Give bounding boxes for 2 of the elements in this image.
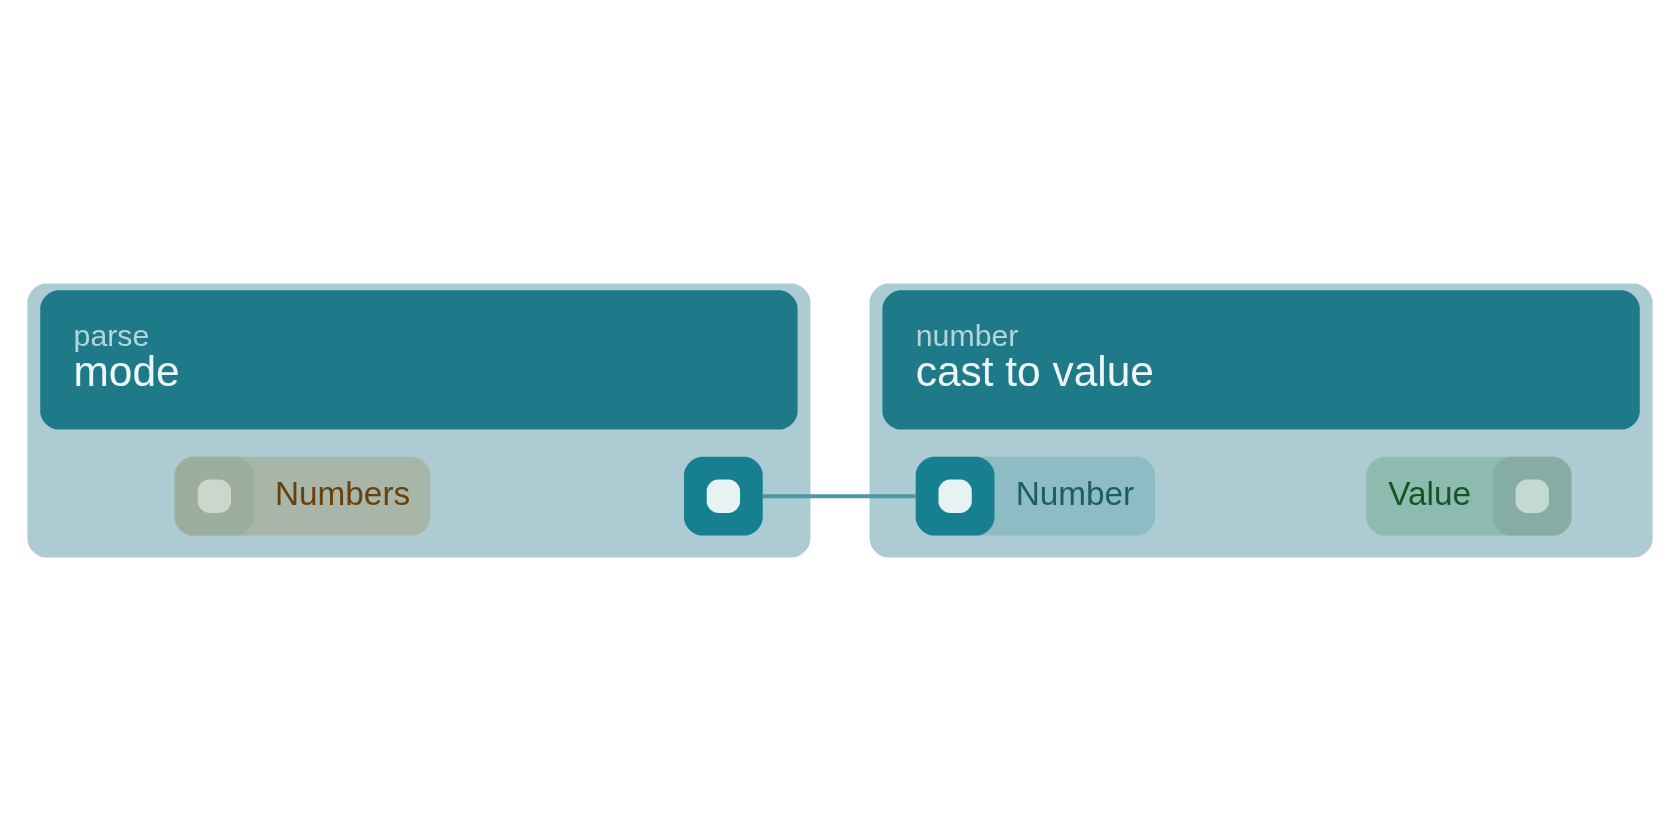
node-box: [684, 456, 763, 536]
connector: [763, 493, 916, 498]
